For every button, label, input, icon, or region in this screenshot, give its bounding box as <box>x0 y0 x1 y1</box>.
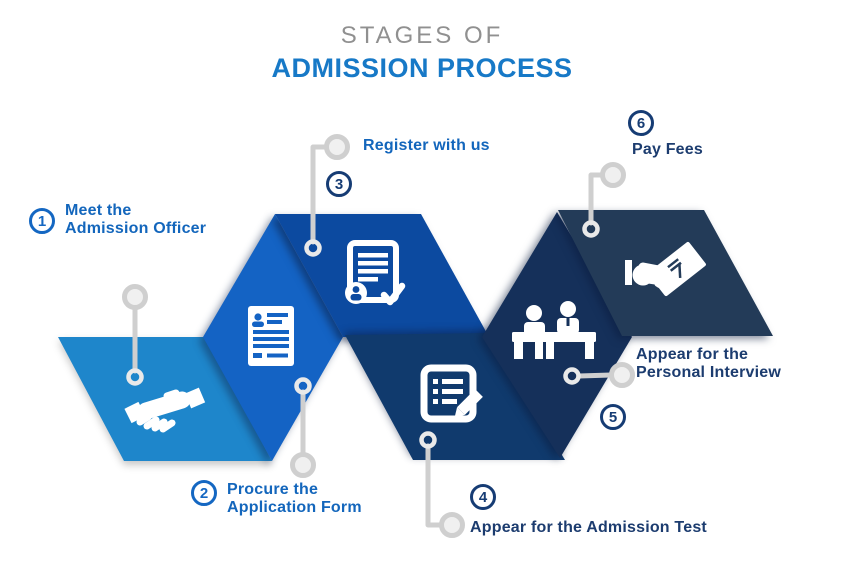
pay-fees-hand-icon <box>625 241 706 297</box>
connector-dot-small <box>304 239 322 257</box>
stage-2-label-line2: Application Form <box>227 499 362 516</box>
stage-5-label: Appear for the Personal Interview <box>636 346 781 382</box>
connector-dot-large <box>324 134 350 160</box>
connector-dot-small <box>563 367 581 385</box>
stage-3-number-badge: 3 <box>326 171 352 197</box>
stage-2-label: Procure the Application Form <box>227 481 362 517</box>
stage-4-number-badge: 4 <box>470 484 496 510</box>
stage-2-connector <box>290 377 316 478</box>
connector-dot-small <box>582 220 600 238</box>
title-line1: STAGES OF <box>340 22 504 49</box>
stage-1-label: Meet the Admission Officer <box>65 202 206 238</box>
stage-3-shape <box>275 214 489 337</box>
stage-3-label: Register with us <box>363 137 490 155</box>
connector-dot-large <box>290 452 316 478</box>
stage-2-number-badge: 2 <box>191 480 217 506</box>
stage-1-label-line1: Meet the <box>65 202 132 219</box>
stage-4-connector <box>419 431 465 538</box>
stage-6-label: Pay Fees <box>632 141 703 159</box>
connector-dot-small <box>294 377 312 395</box>
connector-dot-large <box>439 512 465 538</box>
stage-1-label-line2: Admission Officer <box>65 220 207 237</box>
connector-dot-large <box>609 362 635 388</box>
connector-dot-large <box>600 162 626 188</box>
register-document-icon <box>345 240 406 306</box>
stage-2-label-line1: Procure the <box>227 481 319 498</box>
stage-4-shape <box>345 333 565 460</box>
handshake-icon <box>124 387 206 433</box>
stage-6-number-badge: 6 <box>628 110 654 136</box>
stage-5-number-badge: 5 <box>600 404 626 430</box>
stage-4-label-line1: Appear for the Admission Test <box>470 519 707 536</box>
stage-1-number-badge: 1 <box>29 208 55 234</box>
connector-dot-small <box>419 431 437 449</box>
stage-3-label-line1: Register with us <box>363 137 490 154</box>
stage-3-connector <box>304 134 350 257</box>
connector-dot-small <box>126 368 144 386</box>
admission-test-icon <box>420 364 483 423</box>
connector-dot-large <box>122 284 148 310</box>
interview-desk-icon <box>512 301 596 359</box>
stage-4-label: Appear for the Admission Test <box>470 519 707 537</box>
stage-6-connector <box>582 162 626 238</box>
page-title: STAGES OF ADMISSION PROCESS <box>182 22 662 84</box>
application-form-icon <box>248 306 294 366</box>
stage-5-label-line2: Personal Interview <box>636 364 781 381</box>
stage-5-label-line1: Appear for the <box>636 346 749 363</box>
title-line2: ADMISSION PROCESS <box>271 53 573 83</box>
stage-1-connector <box>122 284 148 386</box>
stage-6-label-line1: Pay Fees <box>632 141 703 158</box>
stage-5-connector <box>563 362 635 388</box>
